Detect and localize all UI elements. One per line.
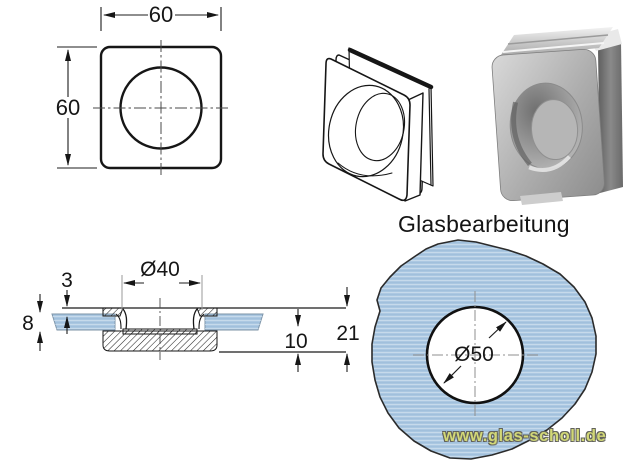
below-glass-label: 10: [284, 330, 307, 353]
glass-processing-caption: Glasbearbeitung: [398, 211, 570, 237]
height-dimension-label: 60: [56, 95, 80, 120]
dimension-hole-50: [443, 321, 507, 384]
photo-render: [491, 27, 623, 205]
dimension-height-60: [57, 46, 97, 169]
glass-hole-drawing: Ø50: [371, 239, 597, 460]
recess-outer-ellipse: [327, 84, 405, 178]
glass-edge-right: [428, 88, 432, 186]
recess-bottom-arc: [337, 162, 393, 177]
recess-highlight-arc: [528, 155, 571, 172]
dimension-width-60: [100, 7, 222, 31]
handle-front-face-group: [491, 48, 605, 202]
glass-panel-section: [51, 313, 264, 331]
recess-inner-ellipse: [354, 92, 406, 162]
plate-thickness-label: 3: [61, 269, 73, 292]
watermark-url: www.glas-scholl.de: [443, 427, 607, 445]
iso-view-drawing: [322, 47, 434, 202]
glass-clamp-side: [598, 41, 623, 193]
hole-diameter-label: Ø50: [454, 343, 494, 366]
dimension-recess-40: [121, 275, 203, 310]
width-dimension-label: 60: [149, 2, 173, 27]
top-face-highlight-stripe: [502, 42, 605, 53]
recess-shadow-arc: [511, 101, 532, 166]
bottom-clamp-edge: [520, 192, 563, 205]
recess-diameter-label: Ø40: [140, 258, 180, 281]
glass-edge-thick: [347, 47, 434, 90]
section-view-drawing: Ø40 3 8 10 21: [22, 258, 360, 372]
top-face-shadow-stripe: [507, 34, 609, 45]
recess-floor: [531, 99, 579, 161]
total-depth-label: 21: [336, 322, 359, 345]
glass-thickness-label: 8: [22, 312, 34, 335]
front-view-drawing: 60 60: [56, 2, 229, 176]
